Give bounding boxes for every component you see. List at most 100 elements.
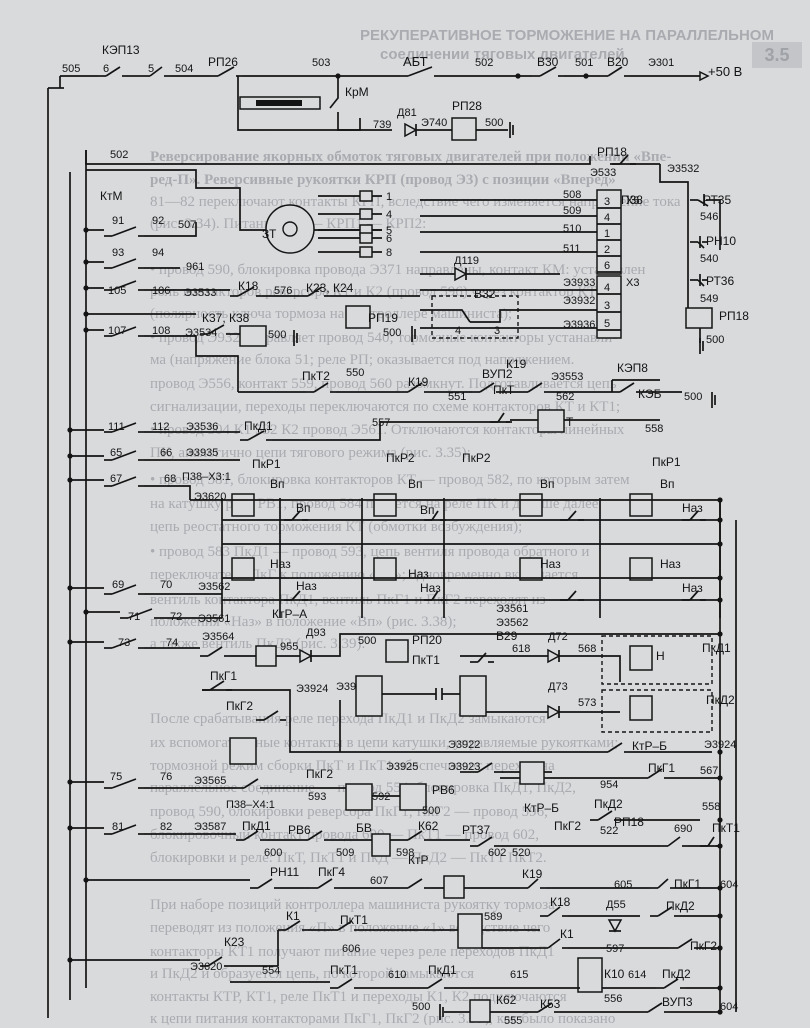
wire-label: 558 <box>702 801 720 813</box>
contact-e3564 <box>207 646 223 657</box>
wire-label: 606 <box>342 943 360 955</box>
wire-label: 618 <box>512 643 530 655</box>
contact-label: В20 <box>607 55 629 69</box>
wire-label: Э3562 <box>496 617 528 629</box>
coil-pkr2b-vp <box>519 493 543 517</box>
relay-label: РП18 <box>614 815 644 829</box>
background-text-line: ПК, аналогично цепи тягового режима (рис… <box>150 445 471 461</box>
wire <box>470 309 538 323</box>
contact-label: РН11 <box>270 865 299 879</box>
contact-v20 <box>607 66 623 77</box>
wire-label: Э3565 <box>194 775 226 787</box>
wire-label: 74 <box>166 637 178 649</box>
wire-label: Э3534 <box>185 327 217 339</box>
contact-ktr <box>407 878 423 889</box>
background-text-line: а также вентиль ПкД2 (рис. 3.39). <box>150 636 366 652</box>
background-text-line: контакторы КТ1 получают питание через ре… <box>150 944 555 960</box>
wire-label: 614 <box>628 969 646 981</box>
background-text-line: После срабатывания реле перехода ПкД1 и … <box>150 711 546 727</box>
junction-dot <box>717 597 723 603</box>
relay-label: КрМ <box>345 85 369 99</box>
junction-dot <box>83 877 89 883</box>
contact-ktm-91-92 <box>111 226 137 237</box>
junction-dot <box>67 427 73 433</box>
wire-label: 4 <box>455 325 461 337</box>
relay-label: Т <box>566 415 574 429</box>
coil-pkr2-naz <box>373 557 397 581</box>
background-text-line: цепь реостатного торможения КТ (обмотки … <box>150 519 523 535</box>
wire-label: Э3924 <box>296 683 328 695</box>
contact-label: КтР–Б <box>632 739 667 753</box>
contact-label: ПкТ1 <box>712 821 740 835</box>
wire-label: 573 <box>578 697 596 709</box>
supply-label: +50 В <box>708 64 742 79</box>
wire <box>559 655 621 682</box>
contact-111-112 <box>111 422 137 433</box>
relay-label: РП18 <box>597 145 627 159</box>
contact-valve <box>431 510 439 521</box>
x5-pin-label: 6 <box>604 260 610 272</box>
coil-rp28 <box>451 117 477 141</box>
arrow-head <box>699 70 710 82</box>
wire-label: 66 <box>160 447 172 459</box>
wire <box>144 485 191 500</box>
junction-dot <box>717 843 723 849</box>
junction-dot <box>717 1009 723 1015</box>
contact-label: ПкД2 <box>594 797 623 811</box>
coil-k10 <box>577 957 603 993</box>
wire-label: 501 <box>575 57 593 69</box>
junction-dot <box>67 585 73 591</box>
x5-pin-label: 3 <box>604 196 610 208</box>
wire-label: Э3564 <box>202 631 234 643</box>
wire-label: Э3925 <box>386 761 418 773</box>
wire-label: 602 <box>488 847 506 859</box>
contact-pkg1-a <box>209 680 225 691</box>
connector-x3 <box>596 275 622 339</box>
wire-label: 549 <box>700 293 718 305</box>
wire-label: 500 <box>706 334 724 346</box>
valve-label: Вп <box>420 503 435 517</box>
wire-label: Э3936 <box>563 319 595 331</box>
coil-pkg <box>229 737 257 765</box>
contact-label: ПкТ2 <box>302 369 330 383</box>
plug-label: П38–Х4:1 <box>226 799 275 811</box>
coil-e3925 <box>355 675 383 717</box>
wire-label: 108 <box>152 325 170 337</box>
coil-pkr2-vp <box>373 493 397 517</box>
wire-label: 598 <box>396 847 414 859</box>
valve-label: ПкР2 <box>462 451 491 465</box>
junction-dot <box>717 541 723 547</box>
zt-pin-label: 4 <box>386 209 392 221</box>
wire-label: Э3933 <box>563 277 595 289</box>
valve-label: Вп <box>540 477 555 491</box>
wire-label: 954 <box>600 779 618 791</box>
contact-label: ПкГ1 <box>210 669 237 683</box>
junction-dot <box>67 639 73 645</box>
contact-label: ПкД2 <box>662 967 691 981</box>
contact-label: КЭП8 <box>617 361 648 375</box>
contact-v29 <box>477 652 487 663</box>
contact-label: ПкГ2 <box>690 939 717 953</box>
wire <box>272 422 381 441</box>
zt-pin <box>359 246 373 258</box>
wire-label: 610 <box>388 969 406 981</box>
contact-69-70 <box>111 584 137 595</box>
contact-k18-b <box>547 906 561 917</box>
contact-ktr-b <box>607 742 623 753</box>
pkd2-valve-frame <box>601 689 713 733</box>
contact-label: К23 <box>224 935 245 949</box>
contact-e3923 <box>477 762 493 773</box>
connector-label: Х3 <box>626 277 639 289</box>
zt-pin-label: 8 <box>386 247 392 259</box>
relay-label: РТ37 <box>462 823 490 837</box>
wire-label: 555 <box>504 1015 522 1027</box>
contact-e3565 <box>243 778 259 789</box>
relay-label: К10 <box>604 967 625 981</box>
valve-label: ПкР2 <box>386 451 415 465</box>
background-text-line: провод Э556, контакт 559, провод 560 раз… <box>150 376 617 392</box>
contact-label: КЭБ <box>638 387 662 401</box>
wire-label: 92 <box>152 215 164 227</box>
contact-kep13-a <box>105 66 121 77</box>
contact-valve <box>689 590 699 601</box>
background-heading-line-2: соединении тяговых двигателей <box>380 46 625 63</box>
